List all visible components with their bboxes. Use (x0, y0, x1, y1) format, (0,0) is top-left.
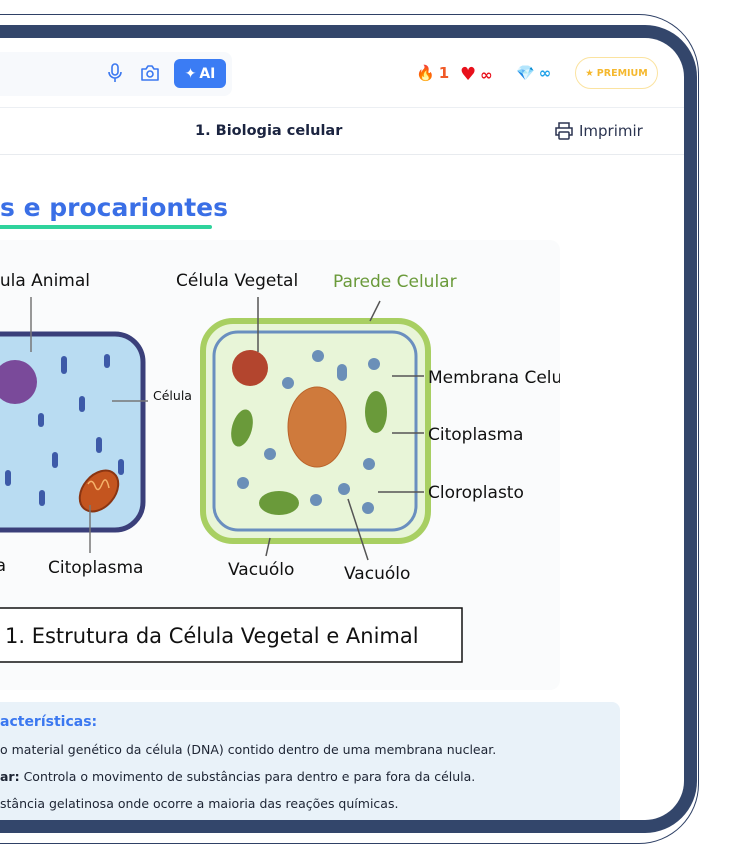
ai-button[interactable]: ✦AI (174, 59, 226, 88)
print-button[interactable]: Imprimir (555, 122, 643, 140)
chloroplast-label: Cloroplasto (428, 483, 524, 503)
cytoplasm-description: stância gelatinosa onde ocorre a maioria… (0, 796, 399, 811)
printer-icon (555, 122, 573, 140)
plant-nucleus (232, 350, 268, 386)
nucleus-description: o material genético da célula (DNA) cont… (0, 742, 497, 757)
animal-title-label: Célula Animal (0, 271, 90, 291)
caption-box (0, 607, 463, 663)
membrane-term: ar: (0, 769, 20, 784)
animal-cell: Célula Animal Célula Citoplasma a (0, 271, 192, 578)
streak-counter[interactable]: 🔥1 (416, 64, 449, 82)
microphone-icon[interactable] (108, 63, 122, 87)
animal-partial-label: a (0, 556, 6, 576)
gems-counter[interactable]: 💎∞ (516, 64, 551, 82)
heading-underline (0, 225, 212, 229)
ai-label: AI (199, 65, 216, 82)
membrane-description: ar: Controla o movimento de substâncias … (0, 769, 475, 784)
lives-value: ∞ (480, 65, 493, 84)
section-heading: s e procariontes (0, 193, 228, 222)
plant-title-label: Célula Vegetal (176, 271, 298, 291)
animal-cytoplasm-label: Citoplasma (48, 558, 143, 578)
cytoplasm-label: Citoplasma (428, 425, 523, 445)
central-vacuole (287, 386, 347, 468)
vacuole-label-2: Vacuólo (344, 564, 410, 584)
premium-label: PREMIUM (596, 67, 648, 79)
animal-nucleus (0, 360, 37, 404)
cell-diagram: Célula Animal Célula Citoplasma a Célula… (0, 240, 560, 690)
diamond-icon: 💎 (516, 64, 535, 82)
vacuole-label: Vacuólo (228, 560, 294, 580)
streak-value: 1 (438, 64, 450, 82)
characteristics-heading: acterísticas: (0, 714, 98, 730)
star-icon: ★ (585, 67, 594, 79)
fire-icon: 🔥 (416, 64, 435, 82)
heart-icon: ♥ (460, 64, 477, 85)
screen: ✦AI 🔥1 ♥∞ 💎∞ ★PREMIUM 1. Biologia celula… (0, 38, 684, 820)
cell-wall-label: Parede Celular (333, 272, 457, 292)
print-label: Imprimir (579, 122, 643, 140)
camera-icon[interactable] (141, 65, 159, 85)
membrane-text: Controla o movimento de substâncias para… (19, 769, 476, 784)
top-bar: ✦AI 🔥1 ♥∞ 💎∞ ★PREMIUM (0, 38, 684, 108)
mitochondrion (78, 469, 120, 513)
sub-header: 1. Biologia celular Imprimir (0, 109, 684, 155)
membrane-label: Membrana Celular (428, 368, 560, 388)
premium-button[interactable]: ★PREMIUM (575, 57, 658, 89)
diagram-caption: 1. Estrutura da Célula Vegetal e Animal (5, 624, 419, 648)
animal-membrane-label: Célula (153, 388, 192, 403)
lesson-title: 1. Biologia celular (195, 123, 343, 139)
lives-counter[interactable]: ♥∞ (460, 64, 493, 85)
tablet-frame: ✦AI 🔥1 ♥∞ 💎∞ ★PREMIUM 1. Biologia celula… (0, 25, 697, 833)
gems-value: ∞ (538, 64, 552, 82)
sparkle-icon: ✦ (184, 65, 197, 82)
plant-cell: Célula Vegetal Parede Celular Membrana C… (176, 271, 560, 584)
characteristics-box: acterísticas: o material genético da cél… (0, 702, 620, 820)
